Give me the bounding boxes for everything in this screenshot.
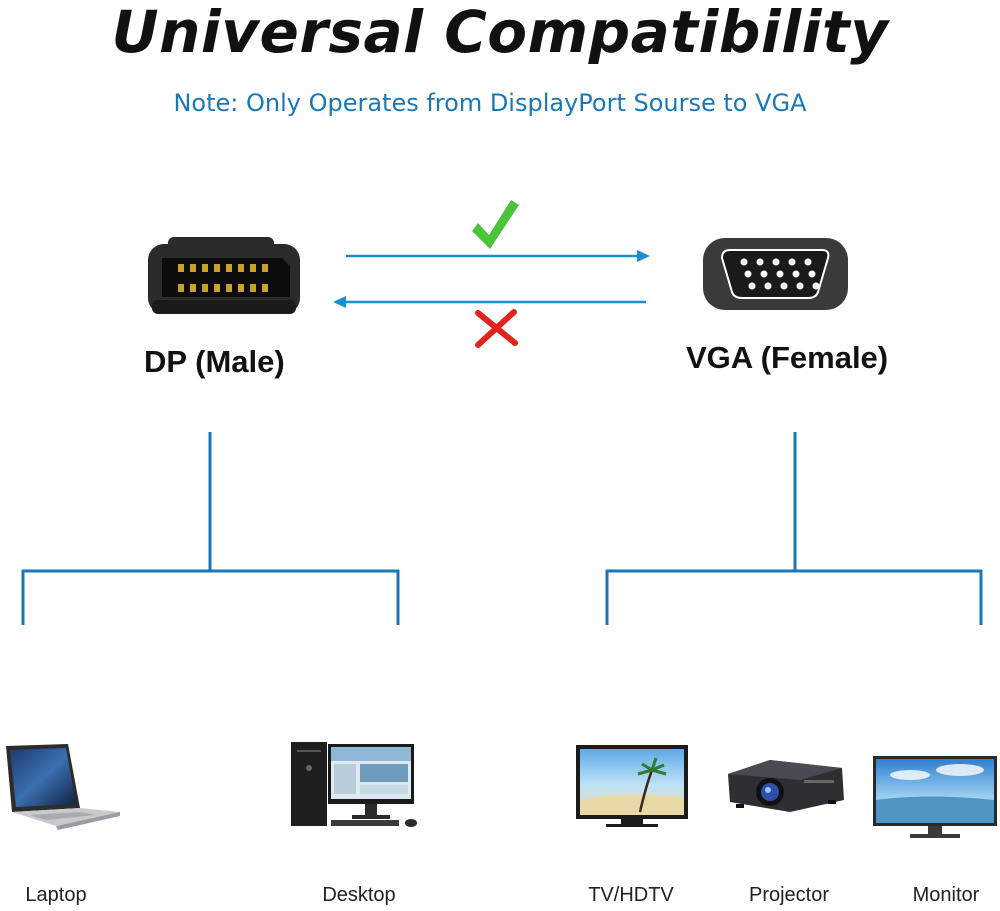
forward-arrow (346, 250, 650, 262)
dp-connector-label: DP (Male) (144, 344, 285, 379)
desktop-computer-icon (291, 742, 417, 827)
page-title: Universal Compatibility (111, 0, 889, 66)
device-label-laptop: Laptop (25, 884, 87, 906)
reverse-arrow (333, 296, 646, 308)
cross-mark-icon (475, 309, 518, 348)
check-mark-icon (472, 200, 519, 249)
vga-connector-label: VGA (Female) (686, 340, 889, 375)
device-label-desktop: Desktop (322, 884, 396, 906)
vga-connector-icon (703, 238, 848, 310)
monitor-icon (873, 756, 997, 838)
projector-icon (728, 760, 844, 812)
target-device-tree (605, 432, 983, 625)
device-label-tv: TV/HDTV (588, 884, 674, 906)
displayport-connector-icon (148, 237, 300, 314)
source-device-tree (21, 432, 400, 625)
device-label-projector: Projector (748, 884, 830, 906)
laptop-icon (6, 744, 120, 830)
tv-icon (576, 745, 688, 827)
device-label-monitor: Monitor (912, 884, 980, 906)
compatibility-note: Note: Only Operates from DisplayPort Sou… (173, 89, 807, 117)
